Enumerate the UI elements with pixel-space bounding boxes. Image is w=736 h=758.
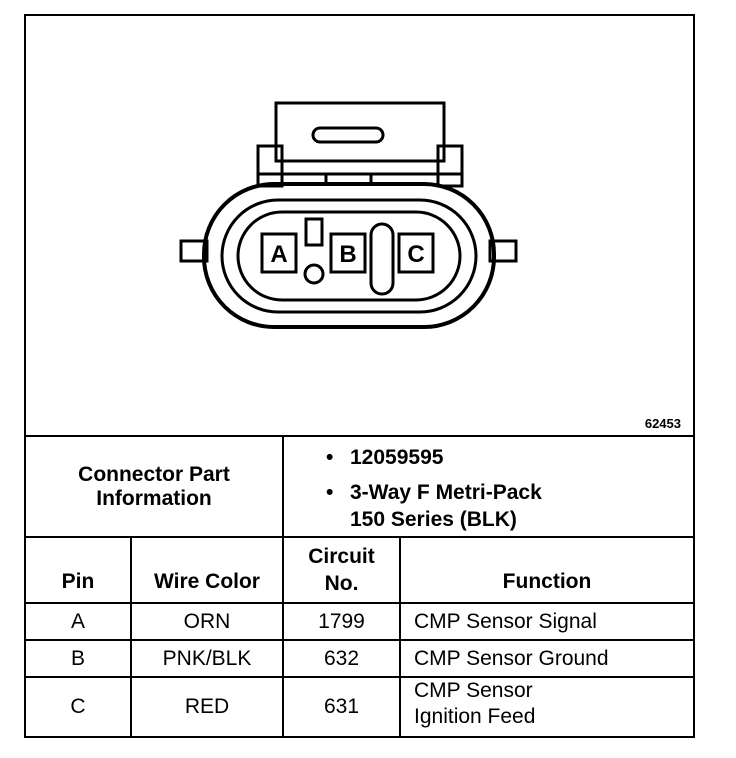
divider-rib <box>369 222 395 296</box>
divider <box>26 639 693 641</box>
pin-c-label: C <box>407 241 424 268</box>
table-cell-function: CMP Sensor Ignition Feed <box>414 678 693 736</box>
header-circuit-no: Circuit No. <box>284 538 399 602</box>
figure-number: 62453 <box>644 416 681 431</box>
connector-shell-inner <box>220 198 478 314</box>
pin-b-cavity <box>329 232 367 274</box>
table-cell-pin: C <box>70 695 86 718</box>
latch-slot <box>311 126 385 144</box>
label-line: Connector Part <box>78 462 230 486</box>
header-wire-color: Wire Color <box>154 569 260 593</box>
table-cell-wire-color: RED <box>184 695 230 718</box>
header-pin: Pin <box>61 569 95 593</box>
bullet-text: 12059595 <box>350 446 444 469</box>
divider <box>26 536 693 538</box>
connector-shell-outer <box>202 182 496 329</box>
connector-part-bullets: • 12059595 • 3-Way F Metri-Pack 150 Seri… <box>326 444 542 533</box>
bullet-dot: • <box>326 481 334 504</box>
pin-c-cavity <box>397 232 435 274</box>
connector-drawing: A B C <box>179 101 518 329</box>
connector-latch <box>274 101 446 163</box>
table-cell-wire-color: ORN <box>183 609 231 633</box>
bullet-text: 150 Series (BLK) <box>350 508 517 531</box>
table-cell-function: CMP Sensor Signal <box>414 609 597 633</box>
divider <box>399 536 401 738</box>
divider <box>282 435 284 738</box>
function-line: Ignition Feed <box>414 705 536 728</box>
table-cell-wire-color: PNK/BLK <box>162 646 252 670</box>
divider <box>26 602 693 604</box>
polarizing-post <box>303 263 325 285</box>
pin-a-cavity <box>260 232 298 274</box>
bullet-spacer <box>326 506 350 533</box>
bullet-dot: • <box>326 446 334 469</box>
table-cell-function: CMP Sensor Ground <box>414 646 609 670</box>
table-cell-circuit: 631 <box>323 695 360 718</box>
connector-part-info-label: Connector Part Information <box>26 437 282 536</box>
bullet-item: • 3-Way F Metri-Pack <box>326 479 542 506</box>
pin-b-label: B <box>339 241 356 268</box>
bullet-item: • 12059595 <box>326 444 542 471</box>
divider <box>26 435 693 437</box>
pin-a-label: A <box>270 241 287 268</box>
right-ear <box>488 239 518 263</box>
header-line: No. <box>324 572 359 595</box>
connector-diagram-frame: A B C 62453 Connector Part Information •… <box>24 14 695 738</box>
label-line: Information <box>96 486 212 510</box>
left-ear <box>179 239 209 263</box>
divider <box>26 676 693 678</box>
table-cell-circuit: 1799 <box>318 609 365 633</box>
bullet-text: 3-Way F Metri-Pack <box>350 481 542 504</box>
table-cell-pin: A <box>70 609 85 633</box>
header-line: Circuit <box>308 545 375 568</box>
header-function: Function <box>502 569 592 593</box>
table-cell-circuit: 632 <box>323 646 360 670</box>
bullet-item-cont: 150 Series (BLK) <box>326 506 542 533</box>
function-line: CMP Sensor <box>414 679 533 702</box>
divider <box>130 536 132 738</box>
table-cell-pin: B <box>70 646 85 670</box>
